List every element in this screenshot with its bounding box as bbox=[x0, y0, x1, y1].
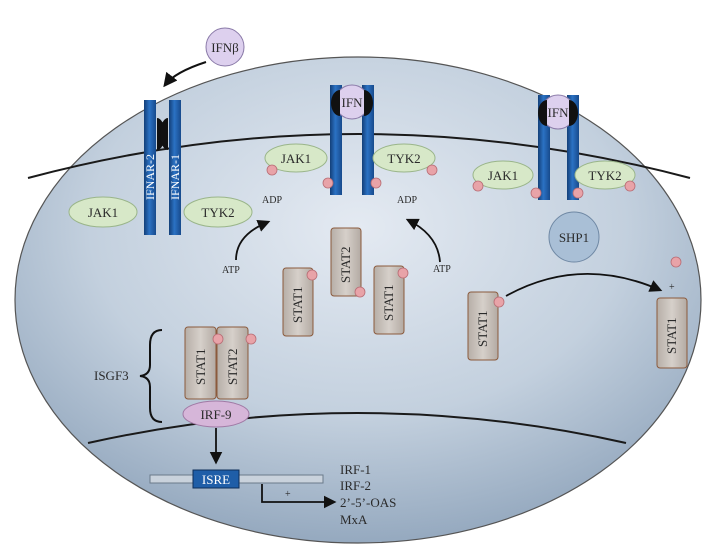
phospho-site bbox=[212, 333, 224, 345]
ifnar2-label: IFNAR-2 bbox=[143, 154, 157, 200]
free-phosphate bbox=[670, 256, 682, 268]
svg-text:TYK2: TYK2 bbox=[201, 205, 234, 220]
svg-text:TYK2: TYK2 bbox=[387, 151, 420, 166]
kinase-tyk2-left: TYK2 bbox=[183, 196, 253, 228]
receptor-right: IFN bbox=[538, 94, 579, 200]
isgf3-stat2: STAT2 bbox=[216, 326, 249, 400]
transcription-plus-sign: + bbox=[285, 489, 291, 500]
svg-text:JAK1: JAK1 bbox=[88, 205, 118, 220]
gene-item: MxA bbox=[340, 512, 368, 527]
svg-text:ISRE: ISRE bbox=[202, 472, 230, 487]
phospho-site bbox=[354, 286, 366, 298]
phospho-site bbox=[397, 267, 409, 279]
receptor-left: IFNAR-2 IFNAR-1 bbox=[143, 100, 182, 235]
ifn-label-right: IFN bbox=[548, 105, 570, 120]
isgf3-label: ISGF3 bbox=[94, 368, 129, 383]
phospho-site bbox=[426, 164, 438, 176]
isgf3-bracket bbox=[139, 329, 163, 423]
transcription-arrow bbox=[261, 484, 337, 509]
kinase-tyk2-middle: TYK2 bbox=[372, 143, 436, 173]
phospho-site bbox=[322, 177, 334, 189]
ifn-beta-ligand: IFNβ bbox=[205, 27, 245, 67]
plasma-membrane bbox=[27, 133, 691, 179]
kinase-jak1-middle: JAK1 bbox=[264, 143, 328, 173]
svg-text:SHP1: SHP1 bbox=[559, 230, 589, 245]
isgf3-stat1: STAT1 bbox=[184, 326, 217, 400]
stat1-far-right: STAT1 bbox=[656, 297, 688, 369]
svg-text:JAK1: JAK1 bbox=[281, 151, 311, 166]
ifn-beta-label: IFNβ bbox=[211, 40, 239, 55]
nuclear-membrane bbox=[87, 412, 627, 444]
stat1-right: STAT1 bbox=[467, 291, 499, 361]
isre-element: ISRE bbox=[192, 469, 240, 489]
shp1-phosphatase: SHP1 bbox=[548, 211, 600, 263]
svg-text:TYK2: TYK2 bbox=[588, 168, 621, 183]
svg-text:STAT1: STAT1 bbox=[381, 284, 396, 321]
ligand-binding-arrow bbox=[163, 61, 207, 88]
svg-text:JAK1: JAK1 bbox=[488, 168, 518, 183]
irf9: IRF-9 bbox=[182, 400, 250, 428]
dephos-plus-sign: + bbox=[669, 282, 675, 293]
adp-label-right: ADP bbox=[397, 195, 417, 206]
phospho-site bbox=[493, 296, 505, 308]
kinase-jak1-left: JAK1 bbox=[68, 196, 138, 228]
stat1-middle-right: STAT1 bbox=[373, 265, 405, 335]
phospho-site bbox=[472, 180, 484, 192]
dephosphorylation-arrow bbox=[505, 272, 663, 297]
adp-label-left: ADP bbox=[262, 195, 282, 206]
phospho-site bbox=[266, 164, 278, 176]
atp-label-right: ATP bbox=[433, 264, 451, 275]
gene-list: IRF-1 IRF-2 2’-5’-OAS MxA bbox=[340, 462, 396, 527]
svg-text:STAT2: STAT2 bbox=[225, 348, 240, 385]
atp-to-adp-arrow-left bbox=[235, 219, 271, 261]
gene-item: 2’-5’-OAS bbox=[340, 495, 396, 510]
phospho-site bbox=[530, 187, 542, 199]
svg-text:STAT1: STAT1 bbox=[664, 317, 679, 354]
gene-item: IRF-2 bbox=[340, 478, 371, 493]
svg-text:STAT1: STAT1 bbox=[193, 348, 208, 385]
kinase-jak1-right: JAK1 bbox=[472, 160, 534, 190]
gene-item: IRF-1 bbox=[340, 462, 371, 477]
ifn-label-middle: IFN bbox=[342, 95, 364, 110]
phospho-site bbox=[572, 187, 584, 199]
atp-to-adp-arrow-right bbox=[405, 218, 441, 263]
svg-text:STAT1: STAT1 bbox=[475, 310, 490, 347]
svg-text:STAT2: STAT2 bbox=[338, 246, 353, 283]
receptor-middle: IFN bbox=[330, 84, 374, 195]
phospho-site bbox=[624, 180, 636, 192]
svg-text:STAT1: STAT1 bbox=[290, 286, 305, 323]
atp-label-left: ATP bbox=[222, 265, 240, 276]
stat2-middle: STAT2 bbox=[330, 227, 362, 297]
phospho-site bbox=[306, 269, 318, 281]
phospho-site bbox=[245, 333, 257, 345]
ifnar1-label: IFNAR-1 bbox=[168, 154, 182, 200]
svg-text:IRF-9: IRF-9 bbox=[200, 407, 231, 422]
stat1-middle-left: STAT1 bbox=[282, 267, 314, 337]
phospho-site bbox=[370, 177, 382, 189]
kinase-tyk2-right: TYK2 bbox=[574, 160, 636, 190]
